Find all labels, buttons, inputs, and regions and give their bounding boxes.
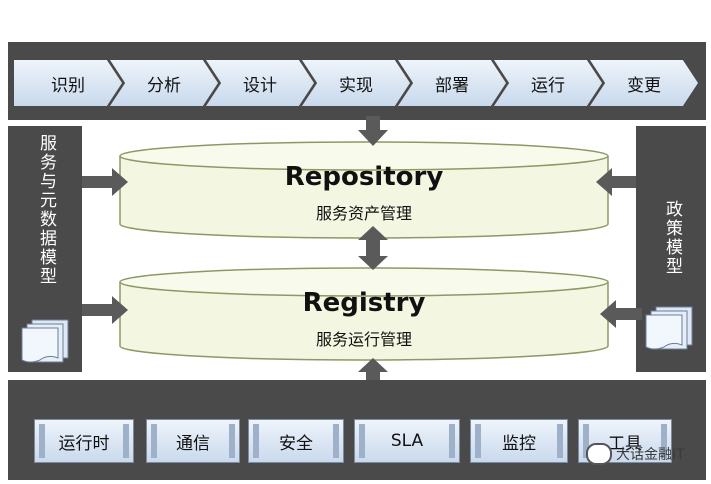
infra-label: 通信 bbox=[176, 433, 210, 454]
stage-label: 实现 bbox=[339, 75, 373, 96]
registry: Registry 服务运行管理 bbox=[120, 286, 608, 356]
stage-label: 设计 bbox=[243, 75, 277, 96]
stage-label: 部署 bbox=[435, 75, 469, 96]
stage-label: 运行 bbox=[531, 75, 565, 96]
stage-change: 变更 bbox=[590, 60, 698, 106]
stage-design: 设计 bbox=[206, 60, 314, 106]
right-arrow bbox=[82, 168, 128, 196]
stage-label: 分析 bbox=[147, 75, 181, 96]
infra-runtime: 运行时 bbox=[34, 419, 134, 463]
double-arrow bbox=[358, 226, 388, 270]
right-arrow bbox=[82, 296, 128, 324]
policy-model-label: 政策模型 bbox=[662, 200, 682, 276]
infra-label: SLA bbox=[390, 431, 424, 451]
infra-communication: 通信 bbox=[146, 419, 240, 463]
infra-security: 安全 bbox=[248, 419, 344, 463]
registry-subtitle: 服务运行管理 bbox=[315, 330, 412, 349]
up-arrow bbox=[358, 358, 388, 386]
infra-sla: SLA bbox=[354, 419, 460, 463]
registry-cylinder bbox=[119, 267, 609, 361]
stage-label: 变更 bbox=[627, 75, 661, 96]
stage-identify: 识别 bbox=[14, 60, 122, 106]
infra-label: 工具 bbox=[608, 433, 642, 454]
repository-subtitle: 服务资产管理 bbox=[315, 204, 412, 223]
left-arrow bbox=[600, 300, 642, 328]
watermark-text: 大话金融IT bbox=[616, 447, 685, 463]
registry-title: Registry bbox=[302, 288, 426, 318]
metadata-model-label: 服务与元数据模型 bbox=[36, 134, 56, 286]
stage-implement: 实现 bbox=[302, 60, 410, 106]
repository-title: Repository bbox=[284, 162, 444, 192]
repository: Repository 服务资产管理 bbox=[120, 160, 608, 230]
left-arrow bbox=[596, 168, 636, 196]
stage-analyze: 分析 bbox=[110, 60, 218, 106]
document-stack-icon bbox=[645, 306, 693, 350]
infra-monitoring: 监控 bbox=[470, 419, 568, 463]
wechat-icon bbox=[586, 443, 612, 465]
lifecycle-stages: 识别 分析 设计 实现 部署 运行 变更 bbox=[14, 60, 698, 106]
stage-run: 运行 bbox=[494, 60, 602, 106]
watermark: 大话金融IT bbox=[586, 443, 685, 465]
repository-cylinder bbox=[119, 141, 609, 239]
infra-label: 监控 bbox=[502, 433, 536, 454]
down-arrow bbox=[358, 116, 388, 146]
document-stack-icon bbox=[21, 319, 69, 363]
stage-deploy: 部署 bbox=[398, 60, 506, 106]
stage-label: 识别 bbox=[51, 75, 85, 96]
infra-label: 安全 bbox=[279, 433, 313, 454]
infra-label: 运行时 bbox=[58, 433, 110, 454]
